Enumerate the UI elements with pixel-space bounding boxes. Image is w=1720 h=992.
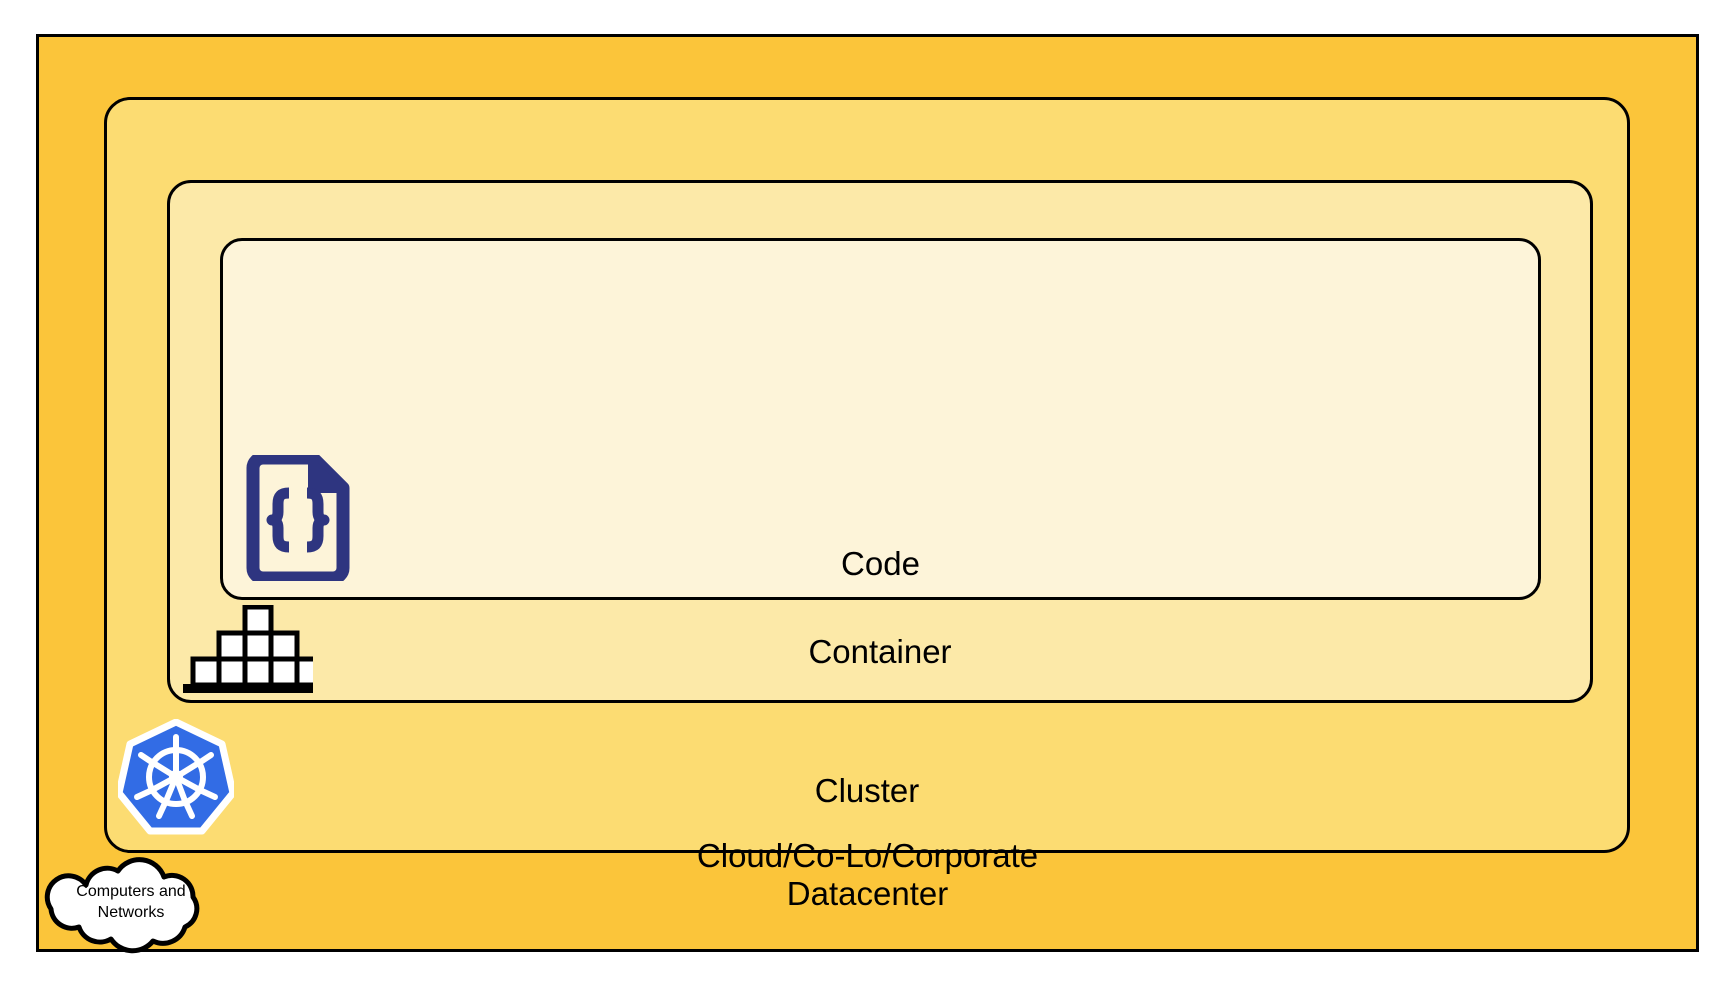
layer-label-datacenter: Cloud/Co-Lo/Corporate Datacenter (696, 837, 1039, 912)
kubernetes-helm-wheel-icon (115, 718, 237, 835)
layer-label-cluster: Cluster (814, 772, 920, 809)
layer-label-code: Code (841, 545, 920, 582)
layer-code[interactable] (220, 238, 1541, 600)
code-braces-document-icon (243, 451, 353, 585)
stacked-boxes-icon (183, 604, 326, 693)
cloud-shape-icon (44, 857, 200, 954)
cloud-badge-computers-networks[interactable]: Computers and Networks (42, 855, 220, 957)
layer-label-container: Container (808, 633, 952, 670)
